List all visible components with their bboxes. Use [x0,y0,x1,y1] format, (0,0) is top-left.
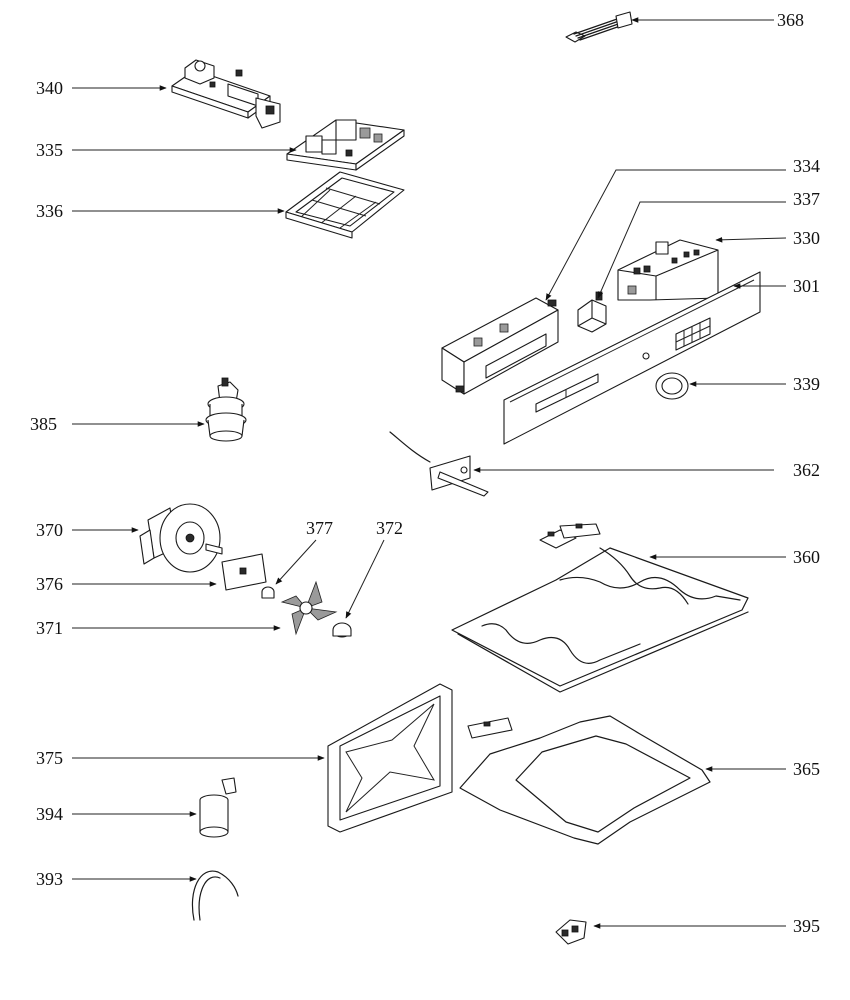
callout-370: 370 [36,520,63,540]
part-362-probe[interactable] [389,431,489,497]
part-336-board-tray[interactable] [285,171,405,239]
callout-372: 372 [376,518,403,538]
callout-330: 330 [793,228,820,248]
callout-335: 335 [36,140,63,160]
callout-368: 368 [777,10,804,30]
callout-376: 376 [36,574,63,594]
callout-377: 377 [306,518,333,538]
part-360-upper-element[interactable] [451,523,749,693]
leader-377 [275,539,317,585]
leader-330 [715,237,787,243]
part-330-programmer[interactable] [617,239,719,301]
part-370-fan-motor[interactable] [139,503,223,573]
part-371-fan-blade[interactable] [280,580,338,636]
part-372-nut[interactable] [332,622,352,638]
part-375-door-gasket[interactable] [327,683,453,833]
part-365-lower-element[interactable] [459,715,711,845]
part-368-ribbon-cable[interactable] [565,11,633,43]
callout-395: 395 [793,916,820,936]
callout-394: 394 [36,804,63,824]
callout-365: 365 [793,759,820,779]
callout-393: 393 [36,869,63,889]
callout-385: 385 [30,414,57,434]
callout-375: 375 [36,748,63,768]
callout-362: 362 [793,460,820,480]
callout-334: 334 [793,156,820,176]
part-395-connector[interactable] [555,919,587,945]
part-335-circuit-board[interactable] [286,119,405,171]
callout-336: 336 [36,201,63,221]
part-301-control-panel[interactable] [503,271,761,445]
part-376-gasket-plate[interactable] [221,553,267,591]
callout-337: 337 [793,189,820,209]
part-393-cable[interactable] [191,870,239,921]
leader-337 [597,201,786,299]
callout-301: 301 [793,276,820,296]
callout-339: 339 [793,374,820,394]
part-337-switch[interactable] [577,291,607,333]
part-394-capacitor[interactable] [199,777,237,838]
part-334-electronic-module[interactable] [441,297,559,395]
part-377-bushing[interactable] [261,586,275,599]
part-339-knob-ring[interactable] [655,372,689,400]
part-385-lamp-holder[interactable] [205,377,247,442]
callout-340: 340 [36,78,63,98]
leader-334 [545,169,786,301]
callout-371: 371 [36,618,63,638]
part-340-control-module[interactable] [171,59,281,129]
callout-360: 360 [793,547,820,567]
leader-372 [345,539,385,619]
